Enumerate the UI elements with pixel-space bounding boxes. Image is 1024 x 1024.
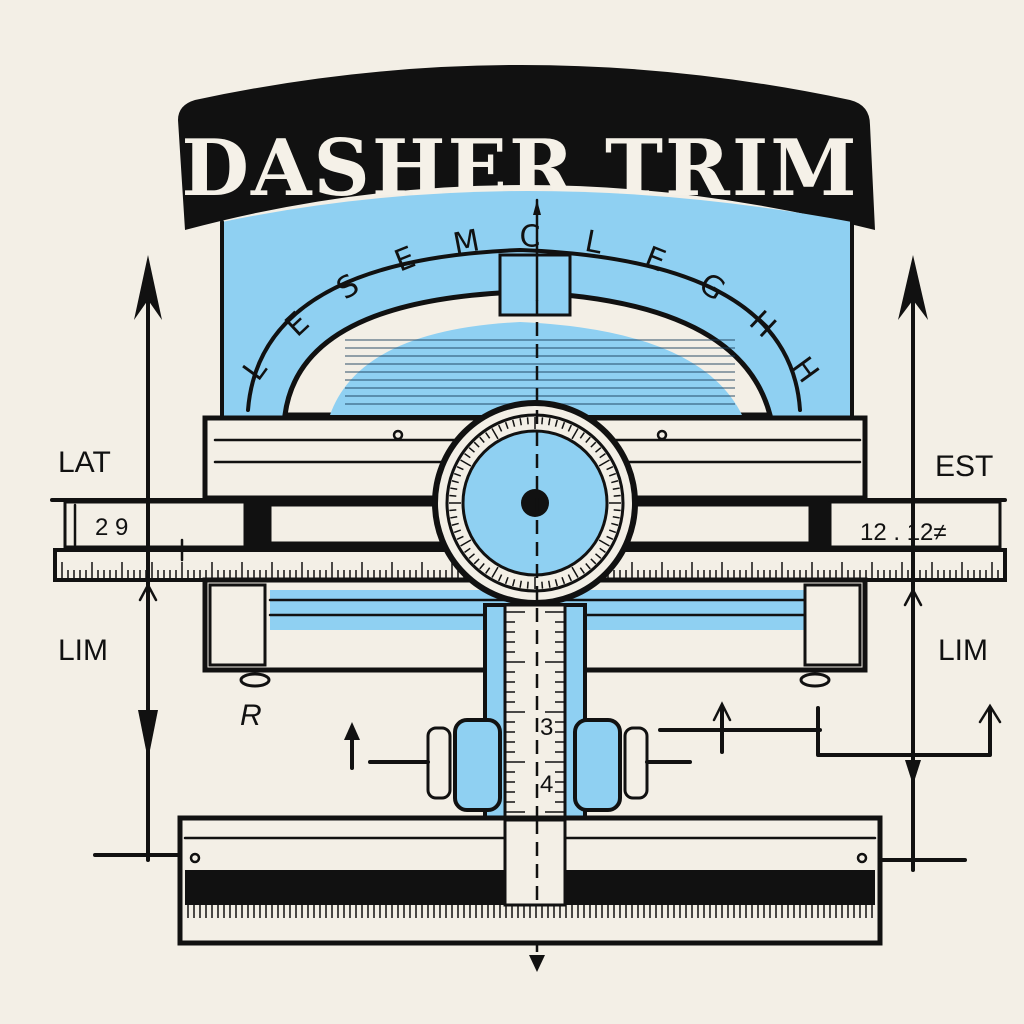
label-right-top: EST	[935, 450, 993, 483]
dial-letter: C	[520, 220, 541, 255]
gauge-hub	[521, 489, 549, 517]
label-left-misc: R	[240, 699, 262, 732]
gauge-ticks	[449, 417, 621, 589]
column-mark-1: 3	[540, 714, 553, 741]
base-rail-ticks	[187, 905, 873, 918]
dial-letter: L	[582, 224, 605, 262]
pointer-column	[498, 253, 572, 317]
bracket-right	[658, 703, 1002, 757]
column-mark-2: 4	[540, 771, 553, 798]
left-roller	[453, 718, 502, 812]
dome-hatching	[345, 339, 735, 405]
right-readout: 12 . 12≠	[860, 519, 947, 546]
right-roller	[573, 718, 622, 812]
right-dimension-arrow	[828, 255, 1007, 872]
small-arrow-left	[344, 722, 360, 770]
label-left-top: LAT	[58, 446, 111, 479]
dial-arc	[246, 248, 802, 412]
title-banner	[178, 65, 875, 230]
dial-letter: M	[450, 223, 482, 262]
left-readout-box	[63, 500, 247, 549]
label-left-bottom: LIM	[58, 634, 108, 667]
left-dimension-arrow	[50, 255, 247, 862]
left-readout: 2 9	[95, 514, 128, 541]
label-right-bottom: LIM	[938, 634, 988, 667]
